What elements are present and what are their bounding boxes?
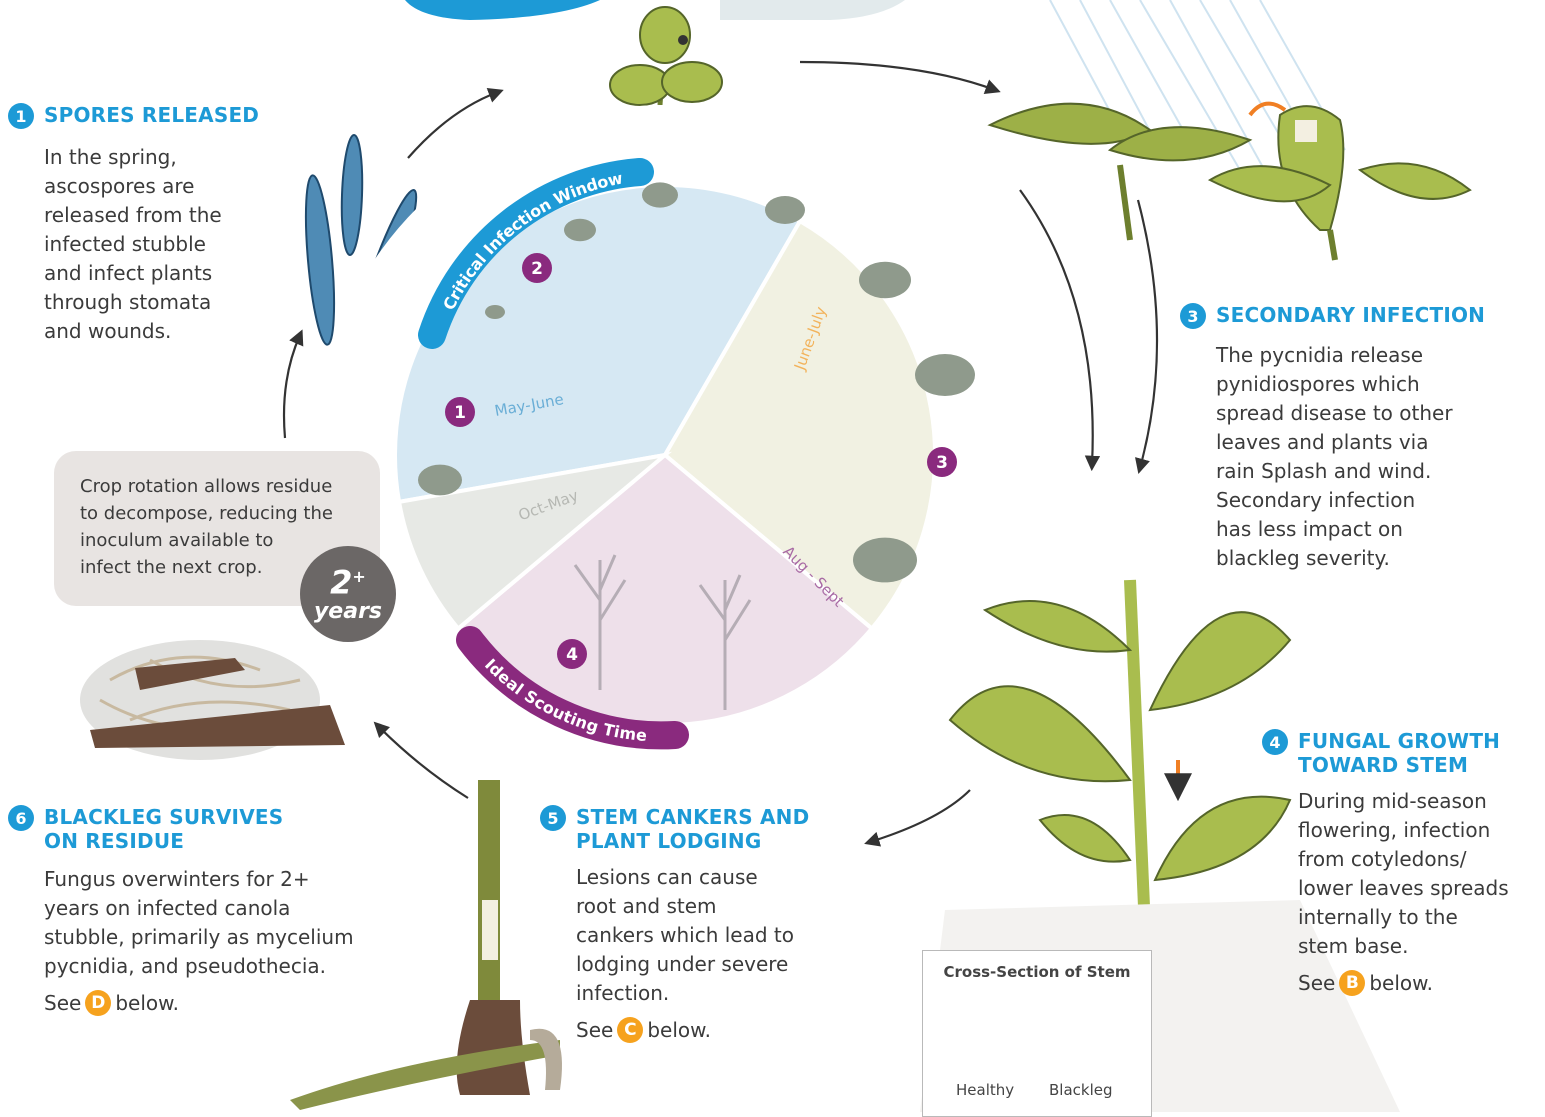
seedling-illustration <box>610 7 722 105</box>
step-body-line: internally to the <box>1298 903 1509 932</box>
healthy-label: Healthy <box>956 1081 1014 1099</box>
plant-silhouette <box>765 196 805 224</box>
step-body-line: During mid-season <box>1298 787 1509 816</box>
see-reference: See D below. <box>44 989 354 1017</box>
step-body-line: pynidiospores which <box>1216 370 1485 399</box>
secondary-infection-plants <box>990 104 1470 260</box>
see-reference: See B below. <box>1298 969 1509 997</box>
note-line: to decompose, reducing the <box>80 500 370 527</box>
plant-silhouette <box>642 182 678 207</box>
step-body-line: and infect plants <box>44 259 259 288</box>
step-body-line: through stomata <box>44 288 259 317</box>
step-body-line: lodging under severe <box>576 950 809 979</box>
step-body-line: pycnidia, and pseudothecia. <box>44 952 354 981</box>
step-body-line: stubble, primarily as mycelium <box>44 923 354 952</box>
step-number-badge: 1 <box>8 103 34 129</box>
plant-silhouette <box>915 354 975 396</box>
phase-number-text: 2 <box>531 259 543 279</box>
note-line: Crop rotation allows residue <box>80 473 370 500</box>
step-number-badge: 3 <box>1180 303 1206 329</box>
cross-section-title: Cross-Section of Stem <box>923 963 1151 981</box>
step-1-spores-released: 1 SPORES RELEASED In the spring, ascospo… <box>8 103 259 346</box>
phase-number-text: 1 <box>454 403 466 423</box>
see-reference: See C below. <box>576 1016 809 1044</box>
step-body-line: blackleg severity. <box>1216 544 1485 573</box>
plant-silhouette <box>564 219 596 241</box>
step-body-line: ascospores are <box>44 172 259 201</box>
step-body-line: The pycnidia release <box>1216 341 1485 370</box>
reference-badge-d[interactable]: D <box>85 990 111 1016</box>
stubble-residue-illustration <box>80 640 345 760</box>
step-number-badge: 6 <box>8 805 34 831</box>
blackleg-label: Blackleg <box>1049 1081 1113 1099</box>
step-body-line: flowering, infection <box>1298 816 1509 845</box>
step-3-secondary-infection: 3 SECONDARY INFECTION The pycnidia relea… <box>1180 303 1485 573</box>
step-body-line: from cotyledons/ <box>1298 845 1509 874</box>
step-title: SPORES RELEASED <box>44 103 259 127</box>
step-body-line: infection. <box>576 979 809 1008</box>
light-panel <box>720 0 905 20</box>
stem-cross-section-box: Cross-Section of Stem Healthy Blackleg <box>922 950 1152 1117</box>
step-number-badge: 5 <box>540 805 566 831</box>
reference-badge-b[interactable]: B <box>1339 970 1365 996</box>
plant-silhouette <box>853 538 917 583</box>
step-body-line: Lesions can cause <box>576 863 809 892</box>
step-body-line: has less impact on <box>1216 515 1485 544</box>
phase-number-text: 3 <box>936 453 948 473</box>
step-body-line: and wounds. <box>44 317 259 346</box>
reference-badge-c[interactable]: C <box>617 1017 643 1043</box>
step-body-line: infected stubble <box>44 230 259 259</box>
step-body-line: root and stem <box>576 892 809 921</box>
step-body-line: In the spring, <box>44 143 259 172</box>
step-body-line: Fungus overwinters for 2+ <box>44 865 354 894</box>
step-body-line: rain Splash and wind. <box>1216 457 1485 486</box>
step-body-line: Secondary infection <box>1216 486 1485 515</box>
two-plus-years-badge: 2+ years <box>300 546 396 642</box>
step-number-badge: 4 <box>1262 729 1288 755</box>
plant-silhouette <box>859 262 911 298</box>
step-body-line: stem base. <box>1298 932 1509 961</box>
phase-number-text: 4 <box>566 645 578 665</box>
plant-silhouette <box>485 305 505 319</box>
water-blob <box>405 0 600 20</box>
plant-silhouette <box>418 465 462 496</box>
step-body-line: lower leaves spreads <box>1298 874 1509 903</box>
step-body-line: spread disease to other <box>1216 399 1485 428</box>
step-body-line: years on infected canola <box>44 894 354 923</box>
step-body-line: released from the <box>44 201 259 230</box>
step-body-line: leaves and plants via <box>1216 428 1485 457</box>
step-body-line: cankers which lead to <box>576 921 809 950</box>
step-title: SECONDARY INFECTION <box>1216 303 1485 327</box>
